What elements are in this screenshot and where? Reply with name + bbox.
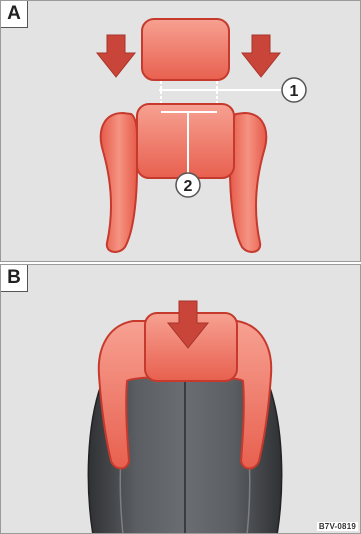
backrest-pad <box>137 104 234 178</box>
panel-b-tag: B <box>1 265 28 292</box>
panel-b-illustration <box>1 265 361 534</box>
down-arrow-left-icon <box>97 35 135 77</box>
panel-a-illustration: 1 2 <box>1 1 361 262</box>
right-side-bolster <box>230 113 266 252</box>
panel-a: 1 2 A <box>0 0 361 262</box>
headrest <box>142 19 229 80</box>
callout-2-label: 2 <box>184 178 193 195</box>
image-code: B7V-0819 <box>317 522 358 531</box>
panel-b: B B7V-0819 <box>0 264 361 534</box>
headrest-guide-rods <box>161 81 217 104</box>
left-side-bolster <box>101 113 137 252</box>
panel-a-tag: A <box>1 1 28 28</box>
down-arrow-right-icon <box>242 35 280 77</box>
callout-1-label: 1 <box>290 83 299 100</box>
